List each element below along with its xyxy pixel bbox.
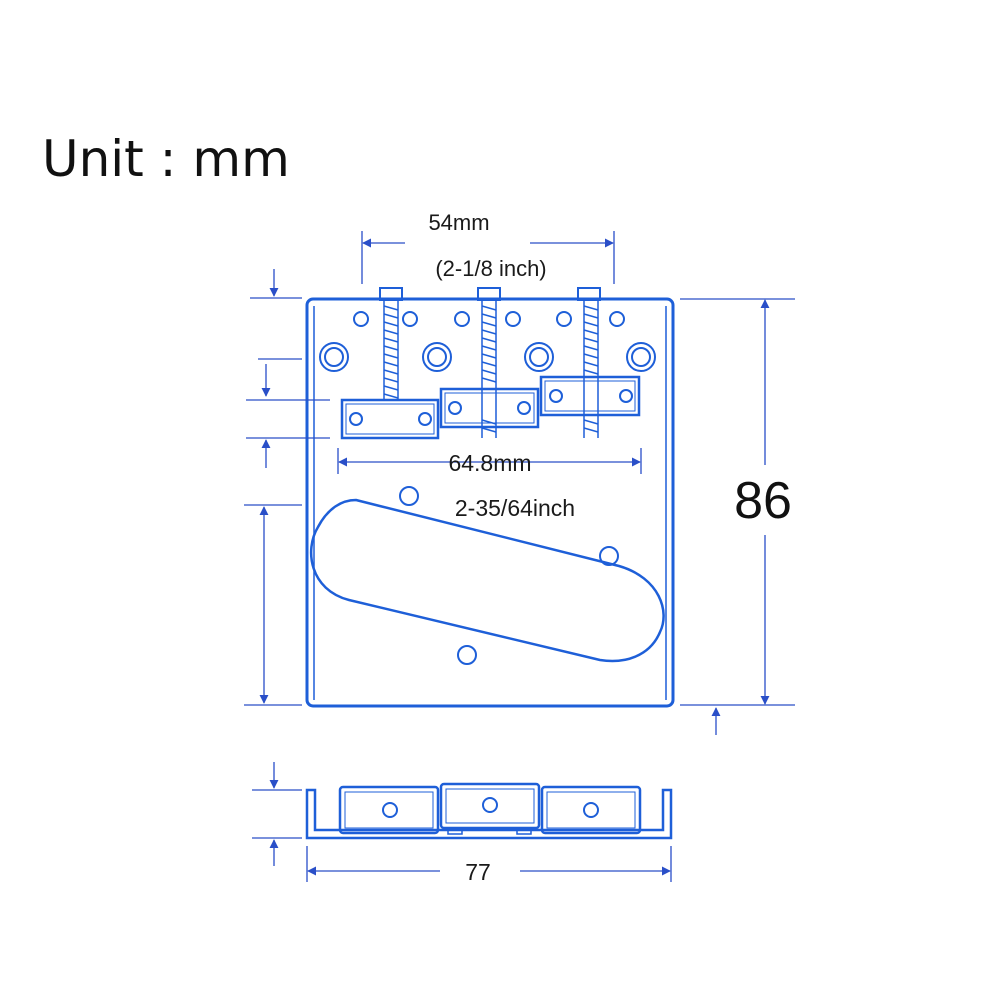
screw-head — [379, 287, 403, 301]
label-height: 86 — [734, 472, 792, 530]
label-top-width-inch: (2-1/8 inch) — [435, 256, 546, 281]
label-top-width-mm: 54mm — [428, 210, 489, 235]
side-saddle-right — [540, 785, 642, 835]
side-base-plate — [305, 788, 673, 840]
saddle-left — [340, 398, 440, 440]
large-hole — [524, 342, 554, 372]
label-saddle-span-inch: 2-35/64inch — [455, 495, 575, 521]
mounting-hole — [402, 311, 418, 327]
mounting-hole — [556, 311, 572, 327]
dimension-lines — [244, 231, 795, 882]
saddle-middle — [439, 387, 540, 429]
mounting-hole — [353, 311, 369, 327]
intonation-screw — [481, 300, 497, 438]
screw-head — [477, 287, 501, 301]
large-hole — [319, 342, 349, 372]
side-view — [305, 782, 673, 840]
mounting-hole — [505, 311, 521, 327]
screw-head — [577, 287, 601, 301]
pickup-cavity — [310, 498, 665, 663]
large-hole — [626, 342, 656, 372]
plate-screw-hole — [457, 645, 477, 665]
mounting-hole — [454, 311, 470, 327]
label-base-width: 77 — [465, 859, 491, 885]
plate-screw-hole — [599, 546, 619, 566]
side-saddle-left — [338, 785, 440, 835]
plate-screw-hole — [399, 486, 419, 506]
unit-title: Unit : mm — [42, 130, 290, 188]
saddle-right — [539, 375, 641, 417]
side-saddle-middle — [439, 782, 541, 835]
intonation-screw — [383, 300, 399, 400]
top-view — [305, 287, 675, 708]
label-saddle-span-mm: 64.8mm — [448, 450, 531, 476]
intonation-screw — [583, 300, 599, 438]
large-hole — [422, 342, 452, 372]
mounting-hole — [609, 311, 625, 327]
